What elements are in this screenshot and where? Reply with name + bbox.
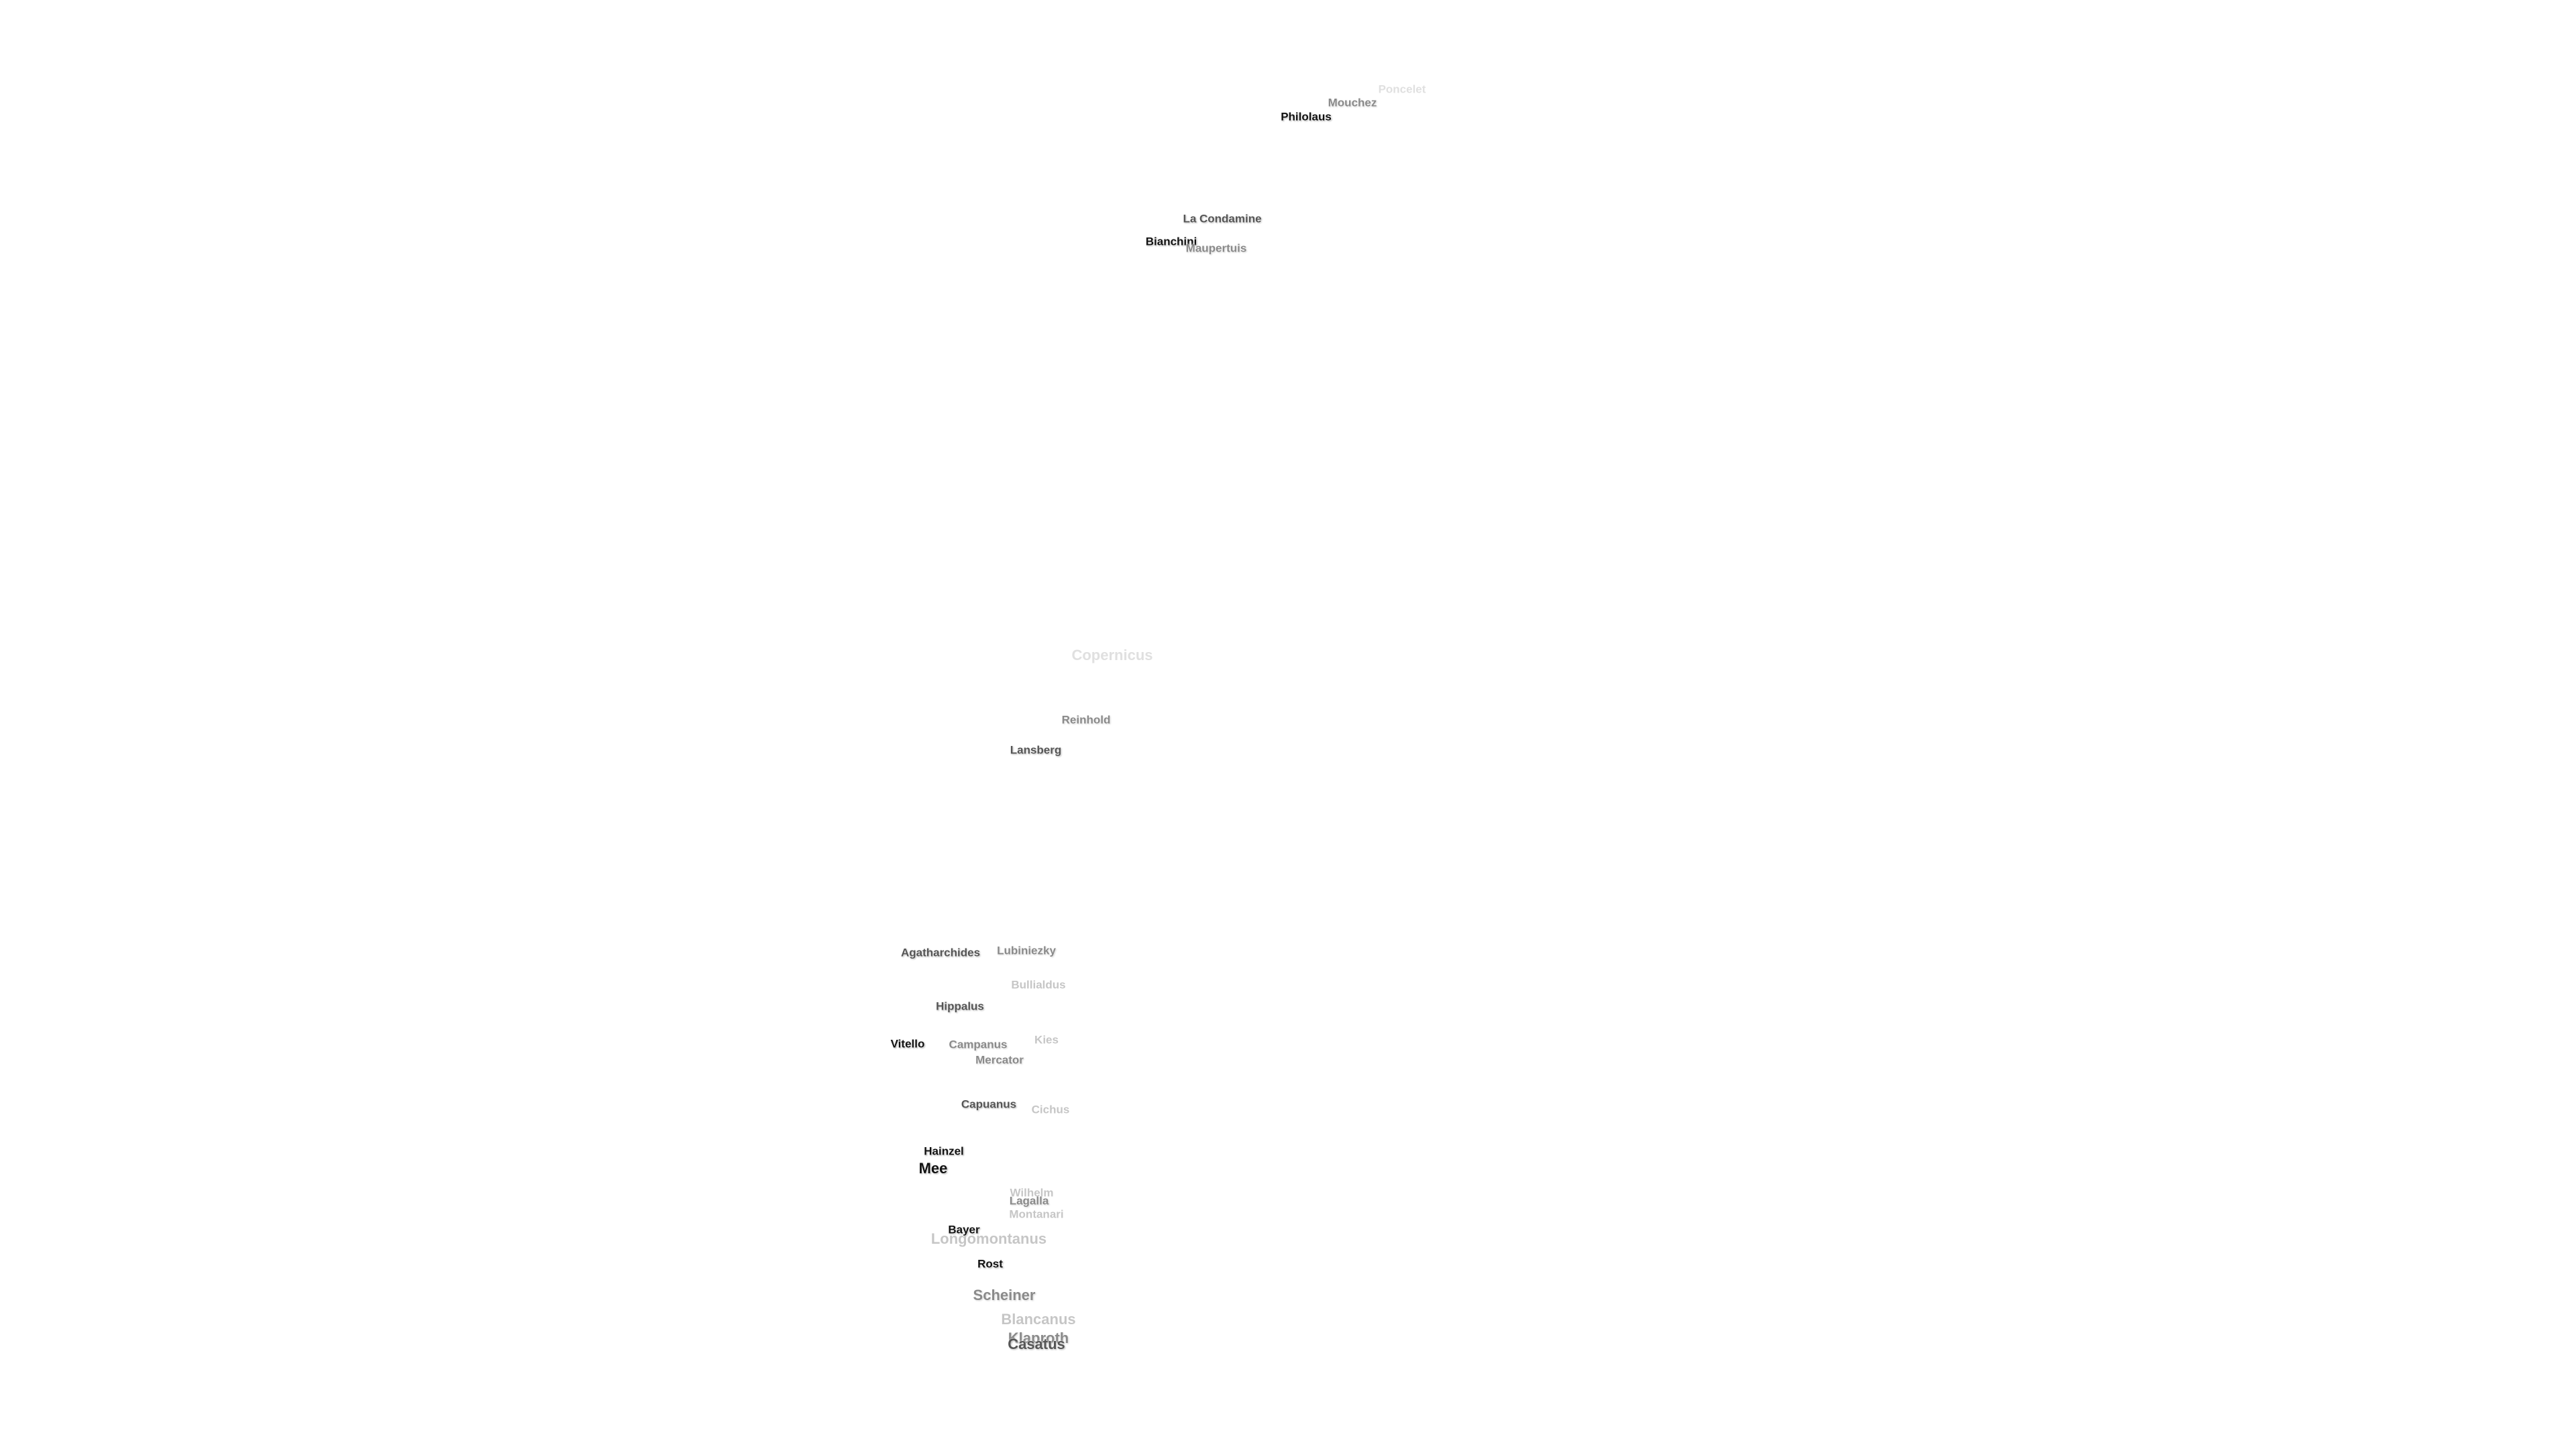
crater-label-longomontanus[interactable]: Longomontanus — [930, 1230, 1047, 1247]
crater-label-wilhelm[interactable]: Wilhelm — [1010, 1186, 1054, 1199]
crater-label-mercator[interactable]: Mercator — [975, 1053, 1024, 1067]
crater-label-philolaus[interactable]: Philolaus — [1281, 110, 1332, 123]
crater-label-klaproth[interactable]: Klaproth — [1008, 1330, 1069, 1346]
crater-label-capuanus[interactable]: Capuanus — [961, 1097, 1017, 1111]
crater-label-bayer[interactable]: Bayer — [948, 1223, 980, 1236]
crater-label-lansberg[interactable]: Lansberg — [1010, 743, 1062, 757]
crater-label-mee[interactable]: Mee — [918, 1160, 948, 1177]
crater-label-maupertuis[interactable]: Maupertuis — [1185, 241, 1247, 255]
crater-label-hippalus[interactable]: Hippalus — [936, 1000, 984, 1013]
crater-label-mouchez[interactable]: Mouchez — [1328, 96, 1377, 109]
crater-label-montanari[interactable]: Montanari — [1009, 1208, 1064, 1221]
crater-label-hainzel[interactable]: Hainzel — [924, 1144, 964, 1158]
crater-label-la-condamine[interactable]: La Condamine — [1183, 212, 1262, 225]
crater-label-bullialdus[interactable]: Bullialdus — [1011, 978, 1066, 991]
crater-label-scheiner[interactable]: Scheiner — [973, 1287, 1036, 1303]
crater-label-lagalla[interactable]: Lagalla — [1009, 1194, 1049, 1208]
crater-label-cichus[interactable]: Cichus — [1031, 1103, 1070, 1116]
crater-label-copernicus[interactable]: Copernicus — [1071, 647, 1153, 663]
crater-label-vitello[interactable]: Vitello — [890, 1037, 925, 1051]
crater-label-bianchini[interactable]: Bianchini — [1145, 235, 1197, 248]
crater-label-casatus[interactable]: Casatus — [1008, 1336, 1065, 1352]
crater-label-poncelet[interactable]: Poncelet — [1378, 83, 1426, 96]
crater-label-agatharchides[interactable]: Agatharchides — [900, 946, 981, 959]
crater-label-rost[interactable]: Rost — [977, 1257, 1003, 1271]
crater-label-reinhold[interactable]: Reinhold — [1061, 713, 1111, 727]
crater-label-blancanus[interactable]: Blancanus — [1001, 1311, 1076, 1328]
crater-label-campanus[interactable]: Campanus — [949, 1038, 1008, 1051]
crater-label-lubiniezky[interactable]: Lubiniezky — [997, 944, 1056, 957]
crater-label-kies[interactable]: Kies — [1034, 1033, 1059, 1046]
